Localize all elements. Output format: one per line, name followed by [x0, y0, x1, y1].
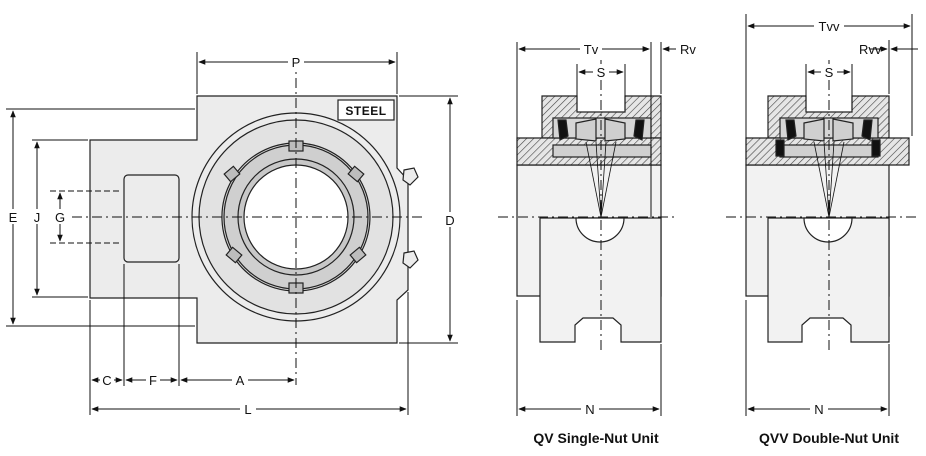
qv-side-view [516, 95, 662, 343]
dim-tvv: Tvv [819, 19, 840, 34]
dim-a: A [236, 373, 245, 388]
dim-n-qv: N [585, 402, 594, 417]
dim-s-qv: S [597, 65, 606, 80]
dim-e: E [9, 210, 18, 225]
dim-d: D [445, 213, 454, 228]
dim-j: J [34, 210, 41, 225]
dim-g: G [55, 210, 65, 225]
dim-l: L [244, 402, 251, 417]
qv-dimensions [516, 42, 676, 416]
qv-dimension-labels: Tv Rv S N [580, 41, 696, 417]
qv-load-lines [585, 141, 617, 218]
dim-c: C [102, 373, 111, 388]
dim-rv: Rv [680, 42, 696, 57]
qvv-side-view [745, 95, 910, 343]
dim-f: F [149, 373, 157, 388]
dim-n-qvv: N [814, 402, 823, 417]
dim-rvv: Rvv [859, 42, 882, 57]
qvv-dimension-labels: Tvv Rvv S N [810, 18, 882, 417]
slot-boss [123, 174, 180, 263]
front-view [89, 95, 419, 344]
grease-fitting-top [402, 167, 419, 186]
qvv-caption: QVV Double-Nut Unit [759, 430, 899, 446]
qv-caption: QV Single-Nut Unit [533, 430, 659, 446]
front-centerlines [72, 58, 422, 385]
qv-centerlines [498, 60, 678, 352]
grease-fitting-bottom [402, 250, 419, 269]
qvv-load-lines [813, 141, 845, 218]
front-dimension-labels: P E J G D C F A L [5, 54, 458, 417]
dim-tv: Tv [584, 42, 599, 57]
steel-badge: STEEL [345, 104, 386, 118]
dim-s-qvv: S [825, 65, 834, 80]
steel-badge-frame [337, 99, 395, 121]
qvv-centerlines [726, 60, 918, 352]
dim-p: P [292, 55, 301, 70]
